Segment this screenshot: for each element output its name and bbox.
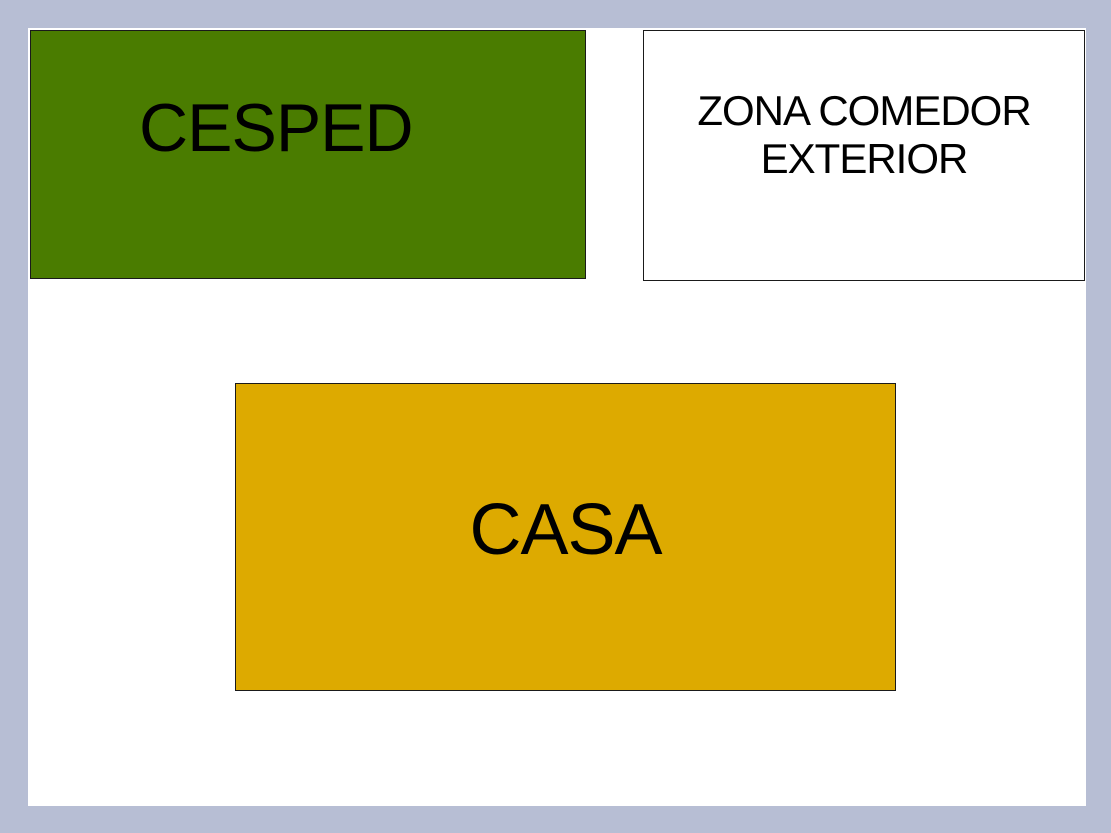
floor-plan-canvas: CESPED ZONA COMEDOR EXTERIOR CASA: [28, 28, 1086, 806]
zone-comedor-exterior: ZONA COMEDOR EXTERIOR: [643, 30, 1085, 281]
zone-cesped-label: CESPED: [139, 90, 414, 166]
zone-cesped: CESPED: [30, 30, 586, 279]
zone-casa: CASA: [235, 383, 896, 691]
zone-comedor-exterior-label: ZONA COMEDOR EXTERIOR: [697, 87, 1031, 182]
zone-casa-label: CASA: [469, 490, 662, 570]
